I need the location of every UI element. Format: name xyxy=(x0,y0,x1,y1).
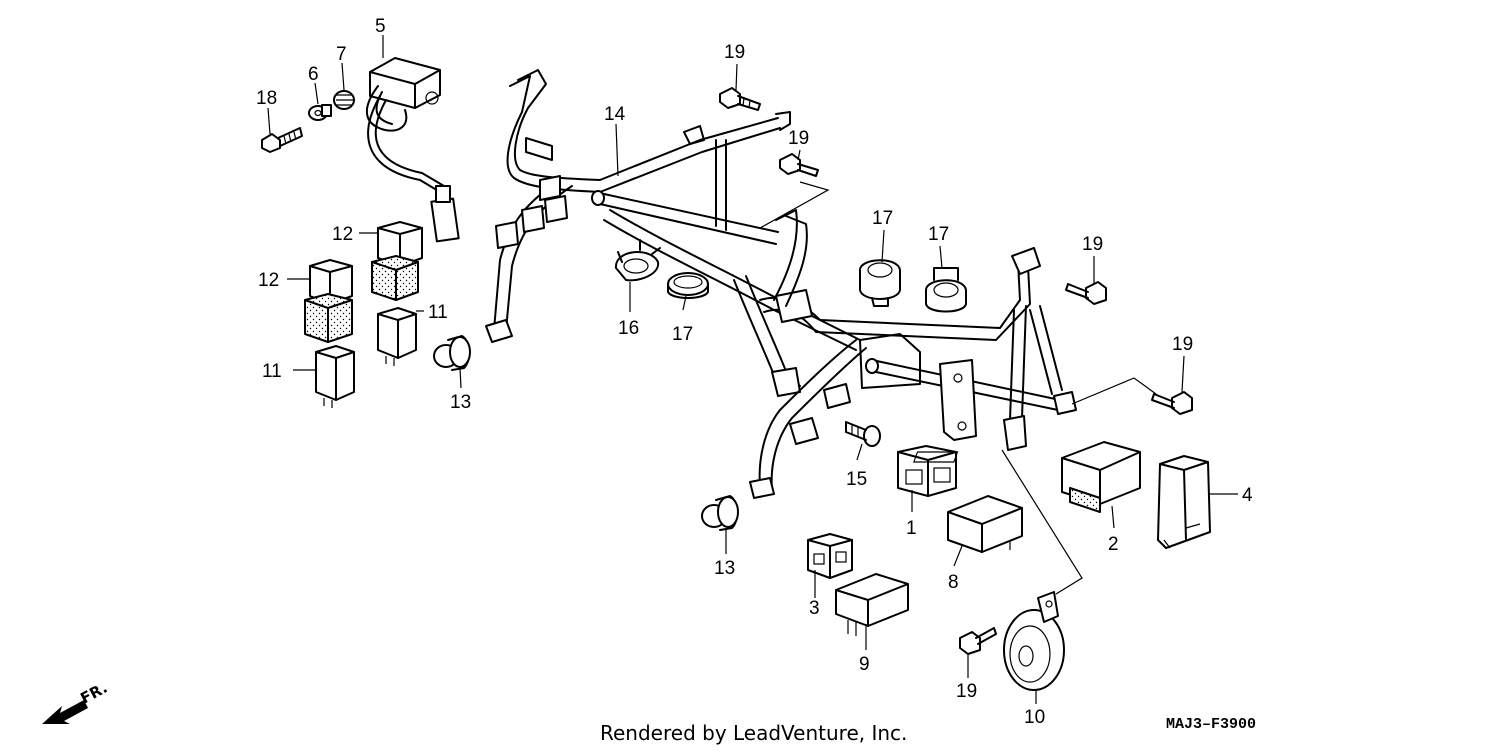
callout-12-upper: 12 xyxy=(332,224,353,245)
callout-13-lower: 13 xyxy=(714,558,735,579)
part-17-clamp-left xyxy=(859,259,901,307)
part-7-grommet xyxy=(333,90,355,110)
callout-7: 7 xyxy=(336,44,347,65)
part-12-relay-upper xyxy=(371,221,423,301)
callout-11-left: 11 xyxy=(262,361,282,382)
part-11-relay-left xyxy=(315,345,355,408)
callout-12-lower: 12 xyxy=(258,270,279,291)
callout-5: 5 xyxy=(375,16,386,37)
part-9-flasher xyxy=(835,573,909,636)
diagram-code: MAJ3–F3900 xyxy=(1166,716,1256,733)
front-direction-indicator: FR. xyxy=(42,679,110,724)
callout-14: 14 xyxy=(604,104,626,125)
callout-17-right: 17 xyxy=(928,224,949,245)
callout-17-center: 17 xyxy=(672,324,693,345)
part-2-box xyxy=(913,441,1141,513)
part-19-bolt-top xyxy=(719,87,761,111)
callout-6: 6 xyxy=(308,64,319,85)
callout-19-upper-mid: 19 xyxy=(788,128,809,149)
callout-19-right-lower: 19 xyxy=(1172,334,1193,355)
part-4-cover xyxy=(1157,455,1211,549)
callout-15: 15 xyxy=(846,469,867,490)
part-19-bolt-upper-mid xyxy=(779,153,819,177)
credit-text: Rendered by LeadVenture, Inc. xyxy=(600,721,907,745)
callout-2: 2 xyxy=(1108,534,1119,555)
part-15-screw xyxy=(845,421,881,447)
front-arrow-icon xyxy=(42,700,88,724)
callout-19-top: 19 xyxy=(724,42,745,63)
callout-4: 4 xyxy=(1242,485,1253,506)
part-18-bolt xyxy=(261,127,303,153)
callout-8: 8 xyxy=(948,572,959,593)
callout-3: 3 xyxy=(809,598,820,619)
part-11-relay-right xyxy=(377,307,417,366)
part-17-clamp-right xyxy=(925,267,967,313)
callout-9: 9 xyxy=(859,654,870,675)
callout-11-right: 11 xyxy=(428,302,448,323)
callout-labels: 5 6 7 18 12 12 11 11 13 14 19 19 19 19 1… xyxy=(256,16,1253,728)
callout-13-upper: 13 xyxy=(450,392,471,413)
callout-10: 10 xyxy=(1024,707,1045,728)
part-8-unit xyxy=(947,495,1023,553)
leader-lines xyxy=(267,35,1238,704)
part-13-cap-upper xyxy=(433,335,471,371)
part-12-relay-lower xyxy=(304,259,353,343)
callout-19-horn: 19 xyxy=(956,681,977,702)
callout-16: 16 xyxy=(618,318,639,339)
callout-1: 1 xyxy=(906,518,917,539)
part-6-washer xyxy=(308,104,332,121)
part-17-clamp-center xyxy=(667,272,709,299)
part-19-bolt-right-lower xyxy=(1151,391,1193,415)
part-13-cap-lower xyxy=(701,495,739,531)
part-19-bolt-right-upper xyxy=(1065,281,1107,305)
part-1-connector xyxy=(897,445,957,497)
callout-17-left: 17 xyxy=(872,208,893,229)
part-19-bolt-horn xyxy=(959,627,997,655)
part-5-regulator xyxy=(365,57,460,243)
callout-18: 18 xyxy=(256,88,277,109)
callout-19-right-upper: 19 xyxy=(1082,234,1103,255)
part-16-clamp xyxy=(615,239,661,282)
part-3-connector xyxy=(807,533,853,579)
part-10-horn xyxy=(1003,591,1065,691)
part-14-frame xyxy=(485,69,1077,499)
